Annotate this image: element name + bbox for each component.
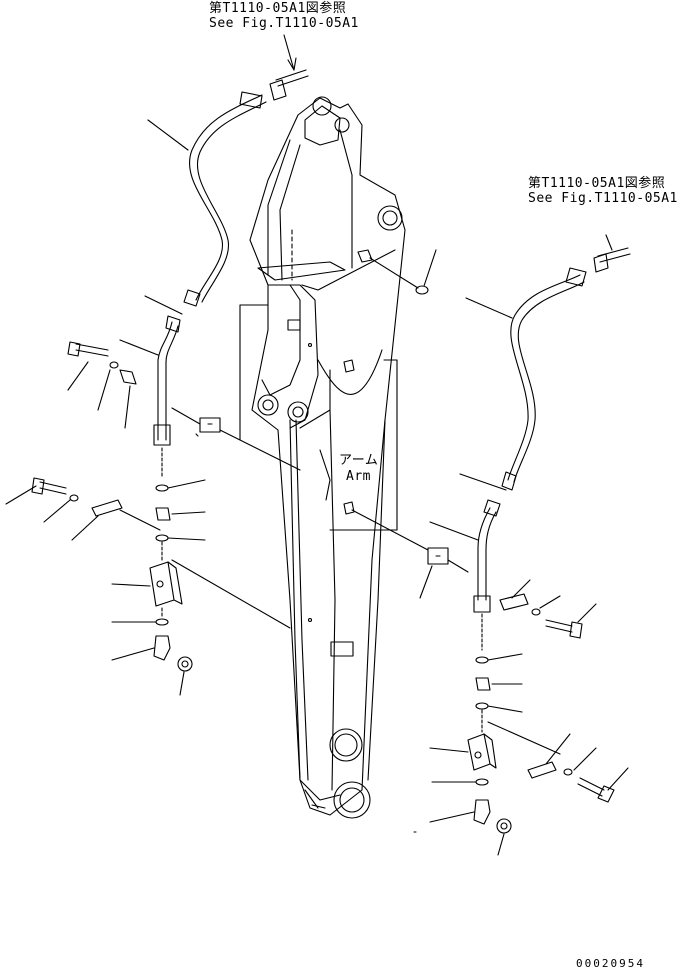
arm-label-jp: アーム bbox=[339, 453, 379, 468]
arm-label-en: Arm bbox=[346, 469, 371, 484]
reference-note-right-en: See Fig.T1110-05A1 bbox=[528, 191, 678, 206]
left-bolts-lower bbox=[5, 477, 161, 541]
hose-right bbox=[459, 234, 631, 491]
reference-note-right-jp: 第T1110-05A1図参照 bbox=[528, 176, 666, 191]
arm-nuts bbox=[195, 249, 437, 833]
left-bolts-upper bbox=[67, 341, 301, 471]
reference-note-top-jp: 第T1110-05A1図参照 bbox=[209, 1, 347, 16]
left-fittings bbox=[111, 315, 291, 696]
leader-frame-lines bbox=[239, 304, 398, 531]
right-bolts-lower bbox=[527, 733, 629, 803]
drawing-number: 00020954 bbox=[576, 957, 645, 970]
right-bolts-upper bbox=[419, 547, 597, 639]
reference-note-top-en: See Fig.T1110-05A1 bbox=[209, 16, 359, 31]
hose-left bbox=[144, 34, 309, 315]
right-fittings bbox=[429, 499, 561, 856]
arm-body bbox=[249, 96, 406, 819]
